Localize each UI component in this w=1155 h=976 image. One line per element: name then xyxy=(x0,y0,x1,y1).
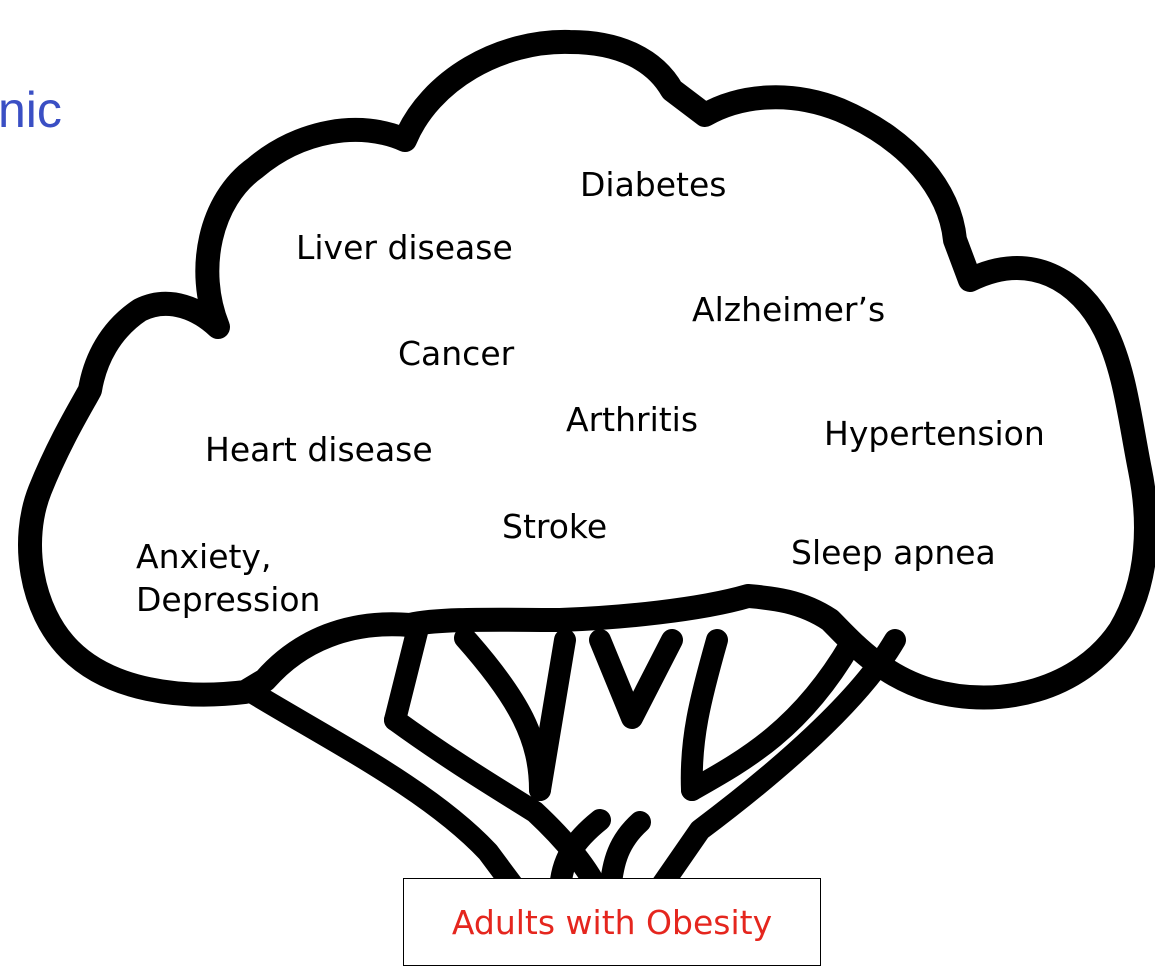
condition-heart-disease: Heart disease xyxy=(205,428,433,471)
tree-trunk xyxy=(248,628,895,895)
condition-hypertension: Hypertension xyxy=(824,412,1045,455)
root-label-box: Adults with Obesity xyxy=(403,878,821,966)
slide-heading-fragment: nic xyxy=(0,80,62,140)
condition-arthritis: Arthritis xyxy=(566,398,698,441)
condition-sleep-apnea: Sleep apnea xyxy=(791,531,996,574)
condition-anxiety-depression: Anxiety, Depression xyxy=(136,535,320,621)
condition-liver-disease: Liver disease xyxy=(296,226,513,269)
condition-stroke: Stroke xyxy=(502,505,607,548)
condition-diabetes: Diabetes xyxy=(580,163,727,206)
condition-cancer: Cancer xyxy=(398,332,514,375)
root-label: Adults with Obesity xyxy=(452,903,772,942)
condition-alzheimers: Alzheimer’s xyxy=(692,288,885,331)
